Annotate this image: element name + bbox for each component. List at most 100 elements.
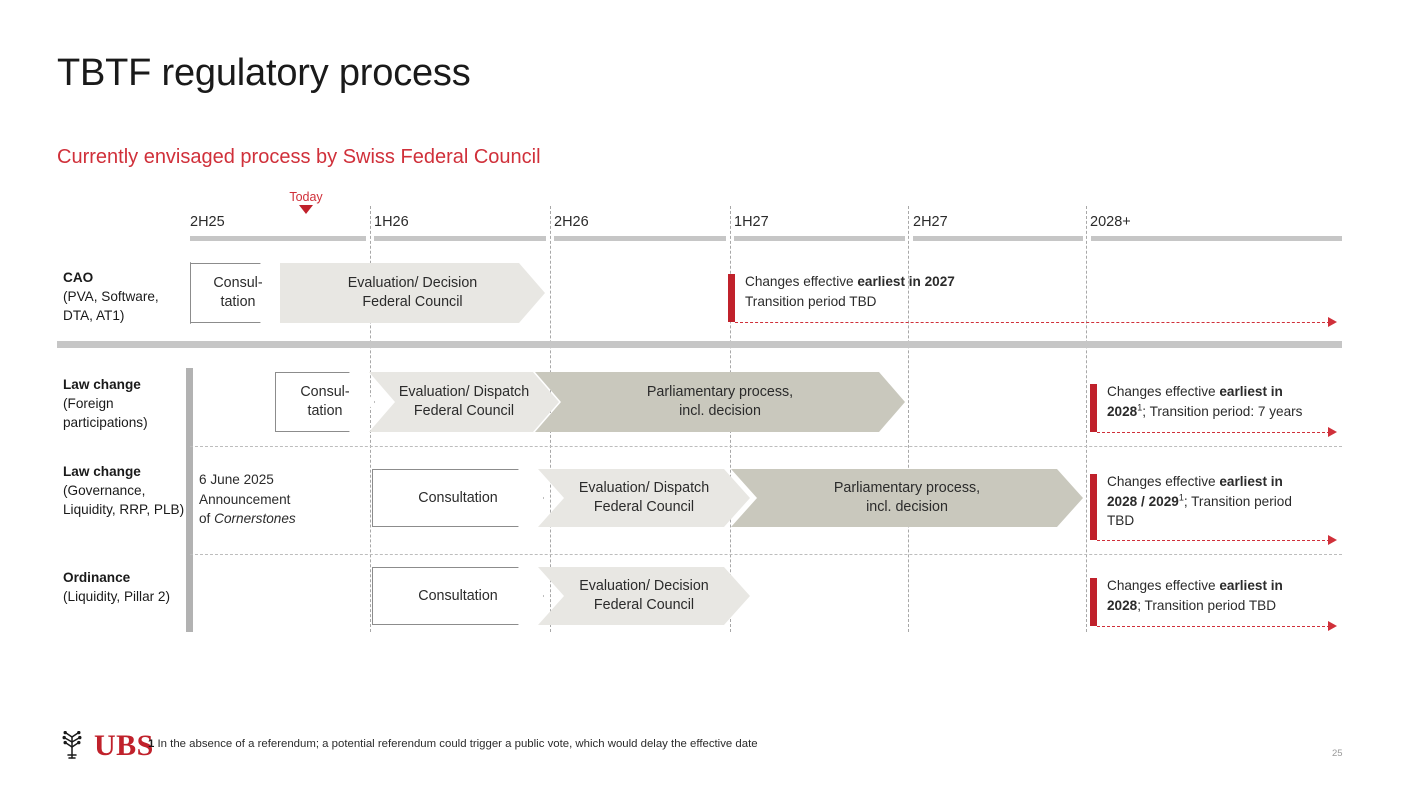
row-label-ordinance-subtitle: (Liquidity, Pillar 2) — [63, 589, 171, 604]
arrow-line-law-governance — [1097, 540, 1330, 541]
effect-ordinance-line2-bold: 2028 — [1107, 597, 1138, 613]
chevron-law-foreign-consultation-label: Consul-tation — [300, 384, 350, 419]
note-line-announcement: Announcement — [199, 491, 291, 507]
row-label-cao-title: CAO — [63, 270, 94, 285]
arrow-line-cao — [735, 322, 1330, 323]
period-divider-1h26 — [370, 206, 371, 632]
arrow-head-cao — [1328, 317, 1337, 327]
timeline-segment-2h25 — [190, 236, 366, 241]
note-line-cornerstones: Cornerstones — [214, 511, 296, 526]
effect-bar-ordinance — [1090, 578, 1097, 626]
effect-bar-law-foreign — [1090, 384, 1097, 432]
effect-cao-line1-bold: earliest in 2027 — [857, 274, 955, 289]
note-line-of: of — [199, 511, 215, 526]
row-label-law-foreign: Law change (Foreign participations) — [63, 375, 191, 432]
effect-text-law-foreign: Changes effective earliest in 20281; Tra… — [1107, 382, 1302, 421]
effect-ordinance-line1-bold: earliest in — [1219, 578, 1283, 593]
chevron-law-governance-parliament-label: Parliamentary process,incl. decision — [833, 480, 981, 515]
timeline-label-2h25: 2H25 — [190, 214, 225, 230]
chevron-law-governance-parliament[interactable]: Parliamentary process,incl. decision — [731, 469, 1083, 527]
period-divider-2028plus — [1086, 206, 1087, 632]
row-divider-1 — [190, 446, 1342, 447]
effect-law-gov-line1-plain: Changes effective — [1107, 474, 1220, 489]
row-label-cao-subtitle: (PVA, Software, DTA, AT1) — [63, 289, 159, 323]
timeline-axis: 2H25 1H26 2H26 1H27 2H27 2028+ — [190, 210, 1342, 242]
timeline-label-2028plus: 2028+ — [1090, 214, 1131, 230]
row-label-law-foreign-title: Law change — [63, 377, 141, 392]
row-label-law-foreign-subtitle: (Foreign participations) — [63, 396, 148, 430]
ubs-keys-icon — [62, 731, 82, 759]
row-divider-2 — [190, 554, 1342, 555]
arrow-line-law-foreign — [1097, 432, 1330, 433]
ubs-wordmark: UBS — [94, 729, 154, 762]
footnote-ref-1: 1 — [1137, 401, 1143, 412]
row-label-cao: CAO (PVA, Software, DTA, AT1) — [63, 268, 191, 325]
row-label-law-governance: Law change (Governance, Liquidity, RRP, … — [63, 462, 191, 519]
effect-cao-line1-plain: Changes effective — [745, 274, 858, 289]
note-line-date: 6 June 2025 — [199, 472, 274, 487]
page-subtitle: Currently envisaged process by Swiss Fed… — [57, 146, 541, 168]
effect-cao-line2: Transition period TBD — [745, 293, 877, 309]
chevron-cao-consultation-label: Consul-tation — [213, 275, 263, 310]
effect-law-foreign-line2-bold: 2028 — [1107, 403, 1138, 419]
chevron-law-governance-consultation-label: Consultation — [418, 489, 498, 506]
row-label-ordinance-title: Ordinance — [63, 570, 131, 585]
footnote: 1 In the absence of a referendum; a pote… — [148, 738, 758, 750]
section-separator — [57, 341, 1342, 348]
timeline-segment-2h26 — [554, 236, 726, 241]
today-marker: Today — [276, 190, 336, 214]
row-label-law-governance-title: Law change — [63, 464, 141, 479]
effect-bar-law-governance — [1090, 474, 1097, 540]
effect-text-law-governance: Changes effective earliest in 2028 / 202… — [1107, 472, 1292, 531]
effect-law-gov-line1-bold: earliest in — [1219, 474, 1283, 489]
arrow-head-law-governance — [1328, 535, 1337, 545]
effect-text-cao: Changes effective earliest in 2027 Trans… — [745, 272, 955, 311]
chevron-ordinance-consultation-label: Consultation — [418, 587, 498, 604]
page-title: TBTF regulatory process — [57, 52, 471, 94]
effect-law-foreign-line1-bold: earliest in — [1219, 384, 1283, 399]
timeline-segment-2h27 — [913, 236, 1083, 241]
row-label-law-governance-subtitle: (Governance, Liquidity, RRP, PLB) — [63, 483, 185, 517]
footnote-ref-1b: 1 — [1178, 491, 1184, 502]
page-number: 25 — [1332, 748, 1343, 759]
arrow-head-ordinance — [1328, 621, 1337, 631]
effect-law-foreign-line2-plain: ; Transition period: 7 years — [1142, 403, 1303, 419]
row-label-ordinance: Ordinance (Liquidity, Pillar 2) — [63, 568, 191, 606]
timeline-label-2h26: 2H26 — [554, 214, 589, 230]
chevron-law-foreign-consultation[interactable]: Consul-tation — [275, 372, 375, 432]
effect-law-gov-line2-bold: 2028 / 2029 — [1107, 493, 1179, 509]
footnote-text: In the absence of a referendum; a potent… — [157, 738, 758, 750]
today-triangle-icon — [299, 205, 313, 214]
effect-law-gov-line2-plain: ; Transition period — [1183, 493, 1292, 509]
footnote-number: 1 — [148, 738, 155, 750]
chevron-law-foreign-parliament[interactable]: Parliamentary process,incl. decision — [535, 372, 905, 432]
timeline-segment-1h27 — [734, 236, 905, 241]
arrow-line-ordinance — [1097, 626, 1330, 627]
effect-law-foreign-line1-plain: Changes effective — [1107, 384, 1220, 399]
chevron-ordinance-consultation[interactable]: Consultation — [372, 567, 544, 625]
cornerstones-announcement-note: 6 June 2025 Announcement of Cornerstones — [199, 470, 364, 529]
chevron-cao-consultation[interactable]: Consul-tation — [190, 263, 286, 323]
effect-ordinance-line2-plain: ; Transition period TBD — [1137, 597, 1277, 613]
vertical-grey-bar — [186, 368, 193, 632]
chevron-law-governance-consultation[interactable]: Consultation — [372, 469, 544, 527]
effect-law-gov-line3: TBD — [1107, 513, 1135, 528]
arrow-head-law-foreign — [1328, 427, 1337, 437]
timeline-segment-2028plus — [1091, 236, 1342, 241]
timeline-segment-1h26 — [374, 236, 546, 241]
ubs-logo: UBS — [57, 731, 154, 761]
timeline-label-1h27: 1H27 — [734, 214, 769, 230]
effect-text-ordinance: Changes effective earliest in 2028; Tran… — [1107, 576, 1283, 615]
effect-bar-cao — [728, 274, 735, 322]
timeline-label-2h27: 2H27 — [913, 214, 948, 230]
timeline-label-1h26: 1H26 — [374, 214, 409, 230]
